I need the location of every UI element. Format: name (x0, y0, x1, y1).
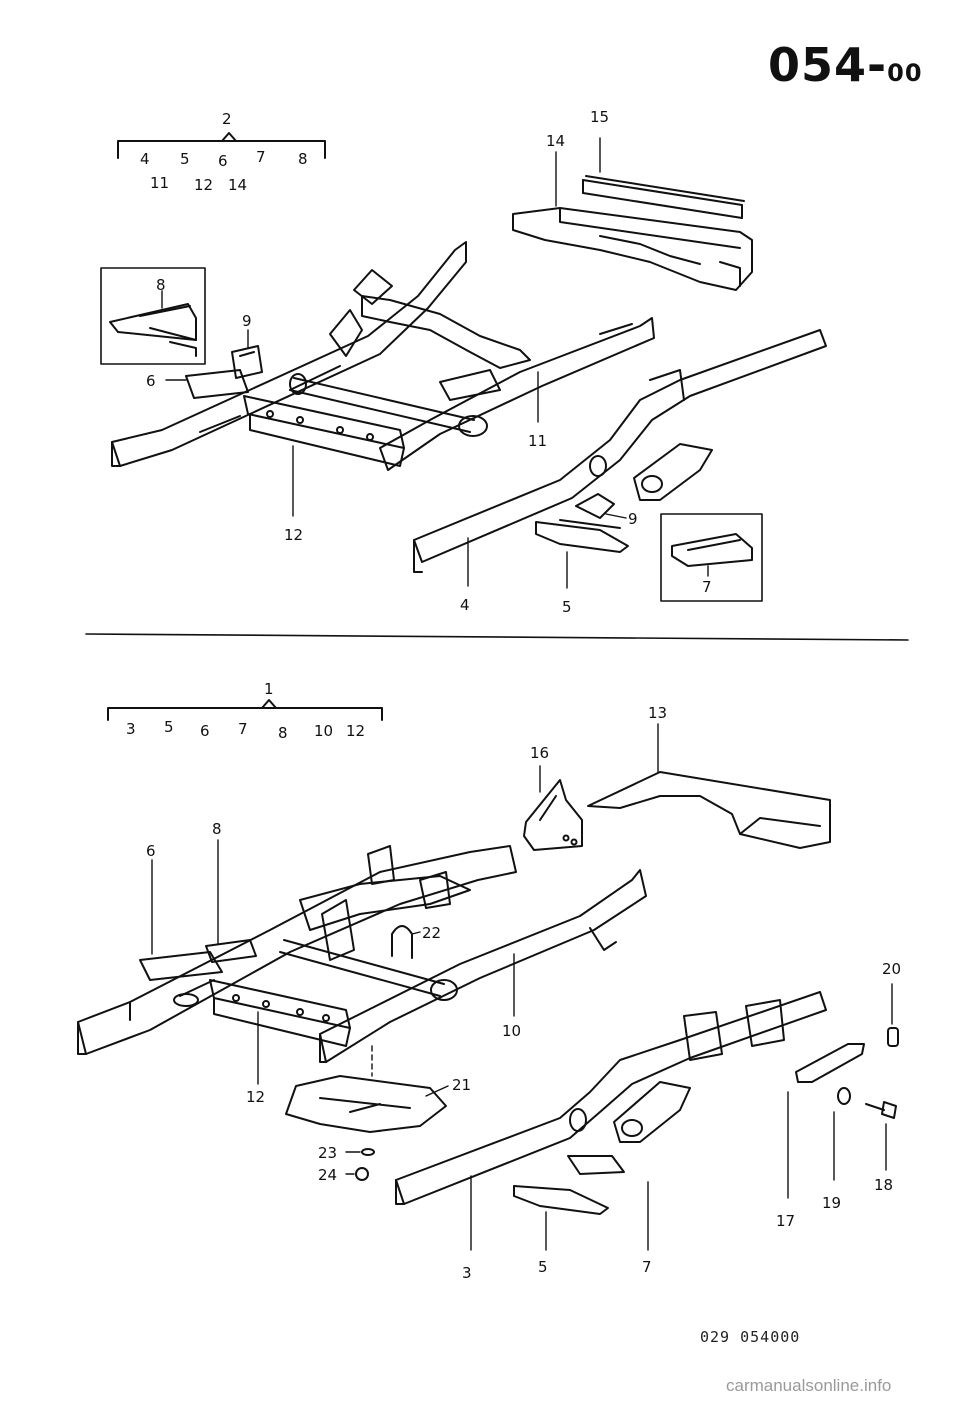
callout-12-lower: 12 (246, 1088, 265, 1106)
upper-leader-lines (161, 137, 709, 589)
upper-arch-brace (329, 269, 531, 401)
lower-member-5: 5 (164, 718, 174, 736)
callout-15: 15 (590, 108, 609, 126)
callout-22: 22 (422, 924, 441, 942)
part-21-skid-plate (285, 1075, 447, 1133)
lower-group-bracket (107, 699, 383, 721)
part-22-u-bolt (391, 925, 413, 959)
callout-9-upper: 9 (242, 312, 252, 330)
lower-member-7: 7 (238, 720, 248, 738)
upper-member-14: 14 (228, 176, 247, 194)
lower-front-mount (613, 1081, 691, 1143)
upper-crossmember-12 (243, 395, 405, 467)
lower-part-5-outrigger (513, 1185, 609, 1215)
callout-10: 10 (502, 1022, 521, 1040)
callout-6-lower: 6 (146, 842, 156, 860)
inset-box-part-7 (660, 513, 763, 602)
lower-member-8: 8 (278, 724, 288, 742)
callout-21: 21 (452, 1076, 471, 1094)
callout-5-upper: 5 (562, 598, 572, 616)
drawing-code: 029 054000 (700, 1328, 801, 1346)
part-17-shackle-plate (795, 1043, 865, 1083)
upper-member-4: 4 (140, 150, 150, 168)
part-24-nut (355, 1167, 369, 1181)
part-3-rail (395, 991, 827, 1205)
part-14-crossmember (512, 207, 753, 291)
callout-8-lower: 8 (212, 820, 222, 838)
callout-23: 23 (318, 1144, 337, 1162)
callout-7-inset: 7 (702, 578, 712, 596)
page-number-sub: 00 (887, 59, 923, 87)
page-number-main: 054 (768, 38, 868, 92)
upper-group-head: 2 (222, 110, 232, 128)
lower-member-3: 3 (126, 720, 136, 738)
lower-part-7-bracket (567, 1155, 625, 1175)
upper-member-11: 11 (150, 174, 169, 192)
callout-4: 4 (460, 596, 470, 614)
upper-member-7: 7 (256, 148, 266, 166)
part-23-washer (361, 1148, 375, 1156)
part-15-crossmember (582, 175, 745, 219)
callout-16: 16 (530, 744, 549, 762)
part-6-bracket (185, 369, 249, 399)
watermark-text: carmanualsonline.info (726, 1376, 892, 1395)
lower-part-8-bracket (205, 939, 257, 963)
lower-left-rail (77, 845, 517, 1055)
lower-axle-tube (279, 939, 458, 1001)
lower-part-6-bracket (139, 951, 223, 981)
upper-member-8: 8 (298, 150, 308, 168)
lower-member-10: 10 (314, 722, 333, 740)
callout-11: 11 (528, 432, 547, 450)
callout-8-inset: 8 (156, 276, 166, 294)
upper-group-bracket (117, 132, 326, 159)
page-number: 054-00 (768, 38, 923, 92)
callout-5-lower: 5 (538, 1258, 548, 1276)
part-9-bracket (231, 345, 263, 379)
inset-box-part-8 (100, 267, 206, 365)
lower-center-brace (299, 845, 471, 961)
page-number-dash: - (867, 38, 888, 92)
callout-18: 18 (874, 1176, 893, 1194)
upper-member-5: 5 (180, 150, 190, 168)
callout-19: 19 (822, 1194, 841, 1212)
callout-3: 3 (462, 1264, 472, 1282)
upper-member-6: 6 (218, 152, 228, 170)
upper-left-rail (111, 241, 467, 467)
callout-6-upper: 6 (146, 372, 156, 390)
upper-axle-tube (289, 373, 488, 437)
callout-12-upper: 12 (284, 526, 303, 544)
part-13-housing-panel (587, 771, 831, 849)
part-front-mount (633, 443, 713, 501)
part-18-bolt (865, 1101, 897, 1119)
callout-20: 20 (882, 960, 901, 978)
part-10-rail (319, 869, 647, 1063)
callout-24: 24 (318, 1166, 337, 1184)
callout-7-lower: 7 (642, 1258, 652, 1276)
lower-crossmember-12 (209, 979, 351, 1047)
upper-member-12: 12 (194, 176, 213, 194)
lower-leader-lines (151, 723, 893, 1251)
lower-member-6: 6 (200, 722, 210, 740)
part-19-washer (837, 1087, 851, 1105)
part-16-gusset (523, 779, 583, 851)
part-4-rail (413, 329, 827, 573)
part-20-bushing (887, 1027, 899, 1047)
lower-group-head: 1 (264, 680, 274, 698)
section-divider (85, 633, 909, 641)
lower-member-12: 12 (346, 722, 365, 740)
upper-right-rail (379, 317, 655, 471)
callout-13: 13 (648, 704, 667, 722)
callout-17: 17 (776, 1212, 795, 1230)
callout-14: 14 (546, 132, 565, 150)
callout-9-right: 9 (628, 510, 638, 528)
part-5-outrigger (535, 519, 629, 553)
part-9-small-bracket (575, 493, 615, 519)
